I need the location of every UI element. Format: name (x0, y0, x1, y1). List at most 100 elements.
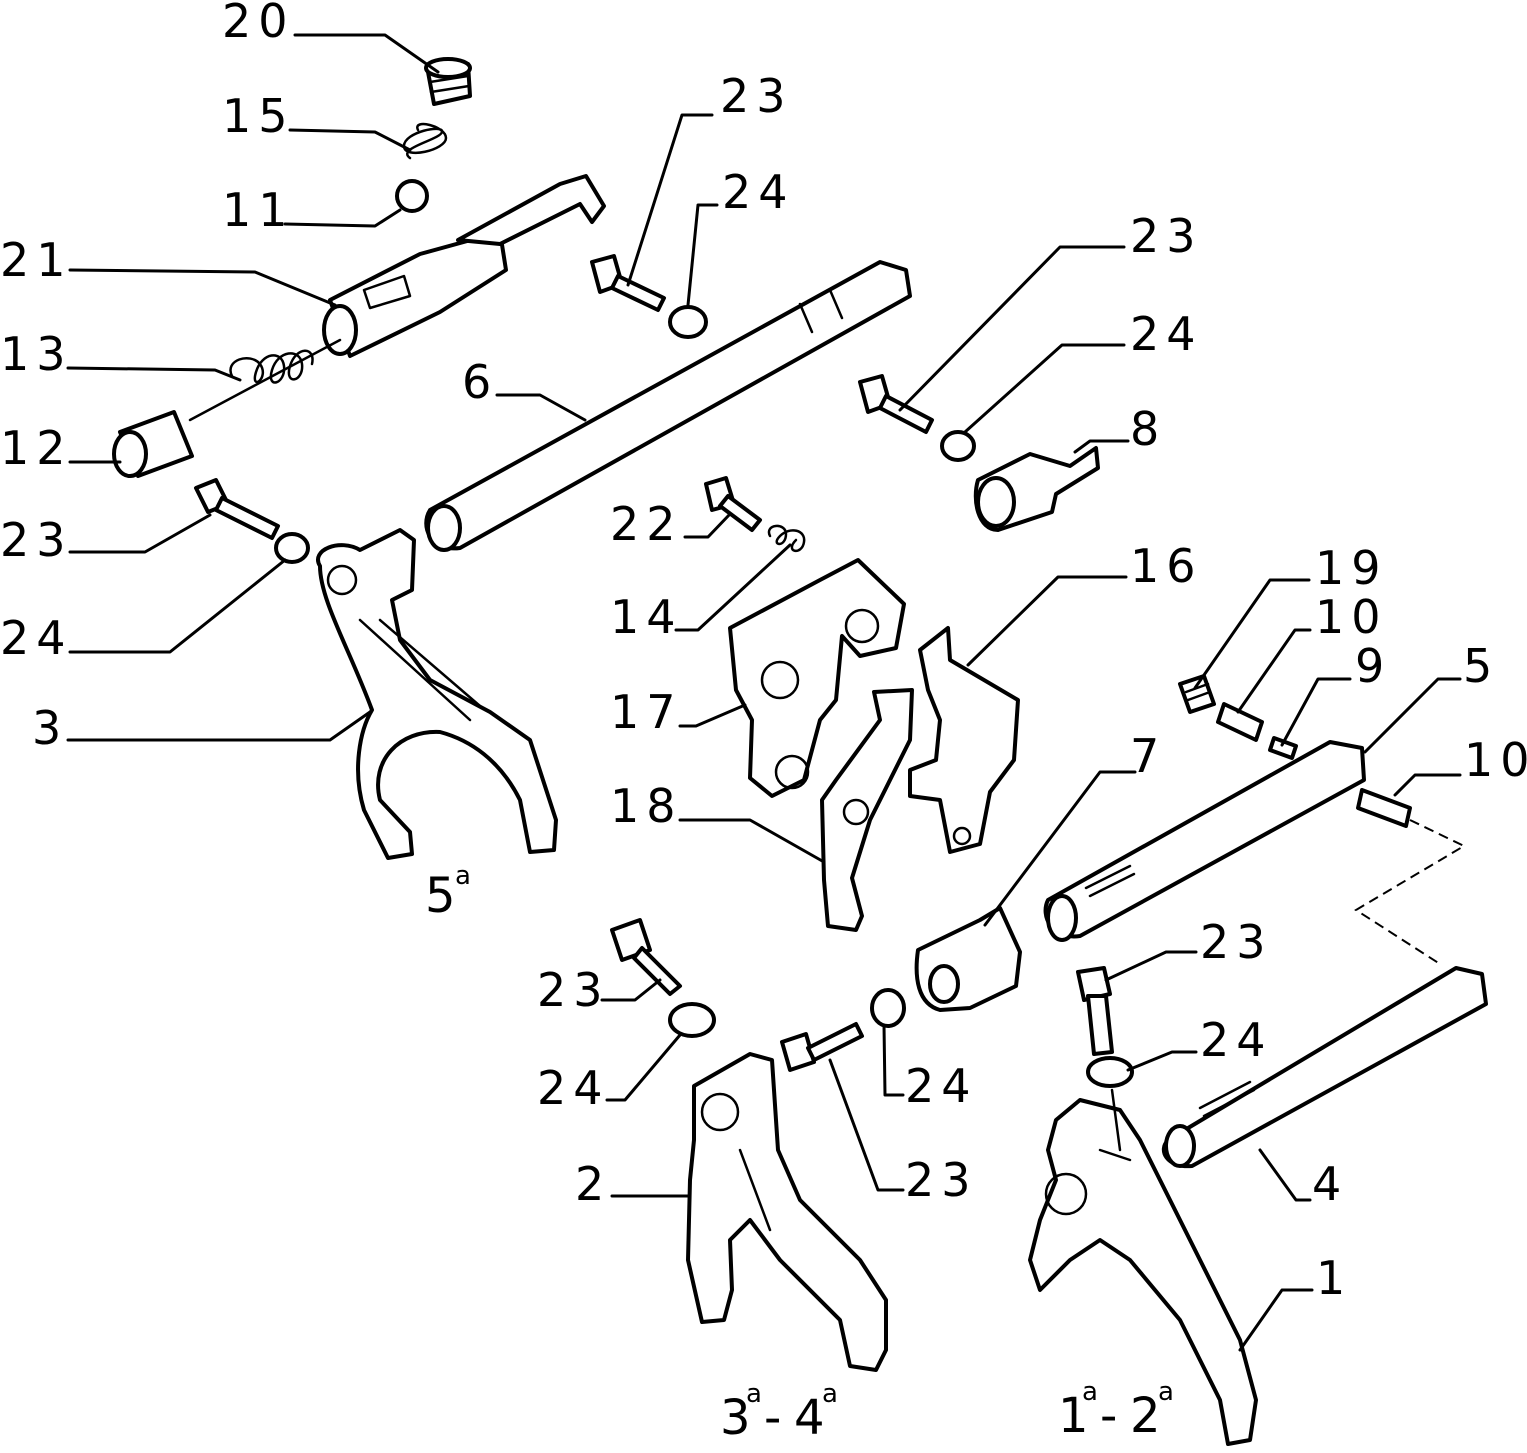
label-23f: 23 (1200, 915, 1273, 969)
pin-10b (1356, 788, 1412, 828)
gear-fifth-superscript: a (455, 861, 471, 891)
leader-14 (674, 543, 792, 632)
leader-23e (828, 1058, 905, 1192)
block-8 (973, 446, 1100, 532)
label-13: 13 (0, 327, 73, 381)
washer-24c (940, 430, 976, 462)
label-24d: 24 (537, 1061, 610, 1115)
label-18: 18 (610, 779, 683, 833)
selector-body-21 (322, 174, 606, 358)
leader-23a (68, 513, 212, 554)
washer-24b (668, 305, 708, 339)
plate-18 (820, 688, 914, 932)
leader-21 (68, 268, 337, 307)
leader-9 (1280, 677, 1352, 747)
label-19: 19 (1315, 541, 1388, 595)
bolt-22 (704, 476, 762, 532)
leader-10b (1393, 773, 1462, 797)
label-24f: 24 (1200, 1013, 1273, 1067)
gear-34-first-superscript: a (746, 1379, 762, 1409)
leader-23f (1104, 950, 1198, 982)
bolt-23e (780, 1022, 864, 1072)
leader-15 (288, 128, 412, 152)
label-17: 17 (610, 685, 683, 739)
leader-1 (1238, 1288, 1314, 1352)
plate-16 (908, 626, 1020, 854)
label-7: 7 (1130, 729, 1166, 783)
detent-cap-20 (424, 57, 472, 106)
pin-10a (1216, 702, 1264, 742)
fork-1 (1028, 1088, 1258, 1446)
label-2: 2 (575, 1157, 611, 1211)
shaft-4 (1161, 966, 1488, 1169)
fork-2 (686, 1052, 888, 1372)
label-24a: 24 (0, 611, 73, 665)
label-4: 4 (1312, 1157, 1348, 1211)
leader-20 (293, 33, 440, 74)
label-6: 6 (462, 355, 498, 409)
leader-22 (683, 512, 732, 539)
label-11: 11 (222, 183, 295, 237)
spring-19 (1178, 674, 1216, 714)
label-24e: 24 (905, 1059, 978, 1113)
label-23e: 23 (905, 1153, 978, 1207)
gear-label-fifth: 5 a (425, 861, 471, 924)
label-20: 20 (222, 0, 295, 48)
sleeve-12 (112, 410, 194, 478)
gear-label-third-fourth: 3 a - 4 a (720, 1379, 838, 1446)
label-23c: 23 (1130, 209, 1203, 263)
leader-24d (605, 1033, 682, 1102)
spring-13 (229, 349, 314, 384)
gear-12-first-number: 1 (1058, 1388, 1089, 1444)
label-22: 22 (610, 497, 683, 551)
label-5: 5 (1463, 639, 1499, 693)
leader-23d (600, 978, 662, 1002)
ball-11 (395, 179, 429, 213)
leader-8 (1073, 439, 1130, 454)
leader-5 (1363, 677, 1462, 754)
bolt-23a (194, 478, 280, 540)
washer-24e (870, 988, 906, 1028)
leader-3 (66, 710, 372, 742)
leader-24f (1126, 1050, 1198, 1072)
gear-12-second-superscript: a (1158, 1377, 1174, 1407)
assembly-axis-2 (1354, 819, 1467, 965)
bolt-23b (590, 254, 666, 312)
bolt-23c (858, 374, 934, 434)
gear-12-second-number: 2 (1130, 1388, 1161, 1444)
leader-24e (882, 1023, 905, 1097)
leader-4 (1258, 1148, 1312, 1202)
gear-34-first-number: 3 (720, 1390, 751, 1446)
leader-24b (686, 203, 719, 307)
spring-15 (402, 122, 448, 160)
label-24c: 24 (1130, 307, 1203, 361)
leader-11 (283, 208, 402, 228)
leader-13 (66, 366, 242, 382)
label-9: 9 (1355, 639, 1391, 693)
assembly-axis (188, 338, 342, 422)
label-10a: 10 (1315, 590, 1388, 644)
label-1: 1 (1316, 1251, 1352, 1305)
label-15: 15 (222, 89, 295, 143)
leader-19 (1193, 578, 1311, 690)
leader-10a (1236, 628, 1312, 714)
block-7 (914, 906, 1022, 1012)
label-16: 16 (1130, 539, 1203, 593)
leader-6 (495, 393, 587, 422)
label-23b: 23 (720, 69, 793, 123)
leader-24c (963, 343, 1126, 434)
label-23d: 23 (537, 963, 610, 1017)
shaft-6 (424, 260, 912, 552)
label-12: 12 (0, 421, 73, 475)
label-21: 21 (0, 233, 73, 287)
gear-12-first-superscript: a (1082, 1377, 1098, 1407)
gear-label-first-second: 1 a - 2 a (1058, 1377, 1174, 1444)
leader-18 (678, 818, 826, 864)
label-10b: 10 (1464, 733, 1527, 787)
fork-3 (316, 528, 558, 860)
spring-14 (767, 524, 806, 552)
bolt-23f (1076, 966, 1114, 1056)
pin-9 (1268, 736, 1298, 760)
bolt-23d (610, 918, 682, 996)
